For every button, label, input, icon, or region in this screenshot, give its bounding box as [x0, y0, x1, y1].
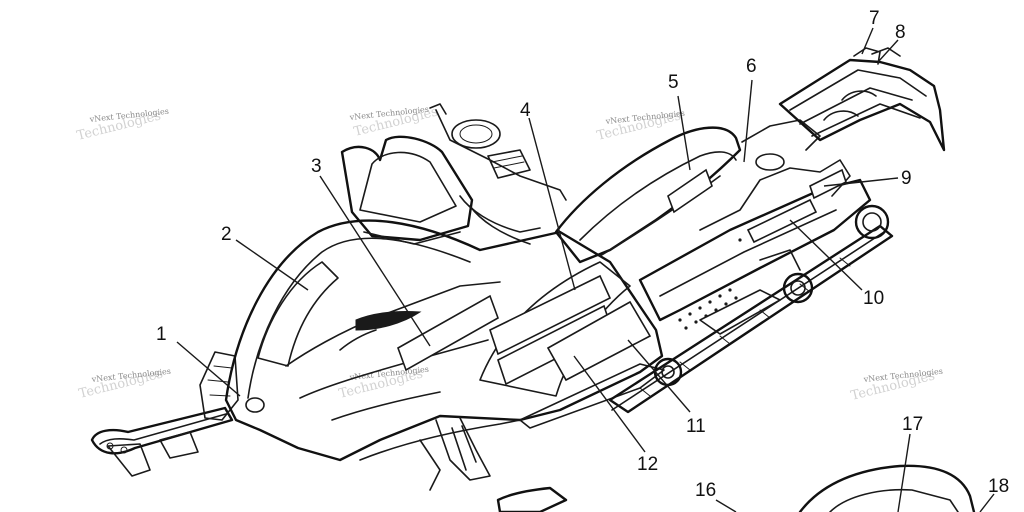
callout-labels: 1 2 3 4 5 6 7 8 9 10 11 12 16 17 18 [156, 8, 1009, 501]
track [608, 204, 894, 414]
decal-tunnel-side [746, 198, 818, 244]
callout-6: 6 [746, 56, 757, 77]
decal-side-upper [489, 274, 612, 356]
callout-11: 11 [686, 416, 706, 437]
rear-rack [778, 47, 946, 152]
watermark-6: Technologies vNext Technologies [849, 367, 943, 404]
windshield [340, 135, 474, 245]
callout-17: 17 [902, 414, 923, 435]
hood [224, 219, 664, 462]
callout-2: 2 [221, 224, 232, 245]
tunnel [638, 119, 872, 322]
callout-18: 18 [988, 476, 1009, 497]
decal-seat-side [667, 168, 713, 214]
decal-rear [809, 168, 847, 200]
callout-16: 16 [695, 480, 716, 501]
callout-8: 8 [895, 22, 906, 43]
decal-side-panel [546, 300, 652, 382]
seat [554, 126, 742, 264]
watermark-1: Technologies vNext Technologies [75, 107, 169, 144]
decal-hood-stripe [397, 294, 499, 372]
callout-12: 12 [637, 454, 658, 475]
watermark-2: Technologies vNext Technologies [348, 105, 439, 140]
decal-panels [397, 168, 847, 386]
callout-3: 3 [311, 156, 322, 177]
left-ski [90, 406, 234, 477]
front-suspension [419, 417, 568, 512]
callout-1: 1 [156, 324, 167, 345]
watermark-4: Technologies vNext Technologies [77, 367, 171, 402]
console-detail [798, 464, 976, 512]
snowmobile-drawing [90, 47, 976, 512]
callout-4: 4 [520, 100, 531, 121]
callout-5: 5 [668, 72, 679, 93]
callout-9: 9 [901, 168, 912, 189]
callout-10: 10 [863, 288, 884, 309]
callout-7: 7 [869, 8, 880, 29]
watermark-5: Technologies vNext Technologies [337, 365, 429, 402]
leader-lines [176, 27, 995, 512]
handlebars [429, 103, 567, 245]
